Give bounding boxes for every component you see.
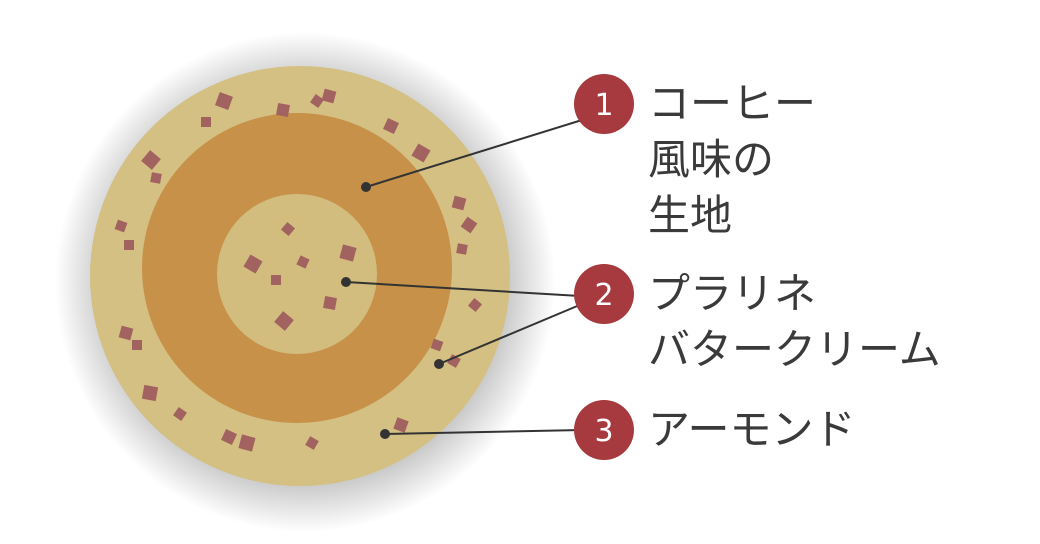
label-3-line-1: アーモンド	[648, 405, 856, 454]
nut-speckle	[447, 354, 461, 368]
badge-1-number: 1	[594, 88, 613, 123]
nut-speckle	[276, 103, 290, 117]
label-1-line-3: 生地	[648, 191, 733, 240]
leader-line-2a	[345, 281, 581, 297]
nut-speckle	[280, 221, 296, 237]
badge-1-circle	[574, 74, 634, 134]
nut-speckle	[296, 255, 310, 269]
leader-dot-2b	[434, 359, 444, 369]
label-2-line-1: プラリネ	[648, 269, 817, 318]
leader-dot-2a	[341, 277, 351, 287]
leader-line-3	[384, 429, 583, 435]
badge-2-number: 2	[594, 278, 613, 313]
nut-speckle	[451, 195, 467, 211]
nut-speckle	[393, 417, 409, 433]
nut-speckle	[243, 254, 263, 274]
nut-speckle	[339, 244, 357, 262]
badge-1: 1	[574, 74, 634, 134]
nut-speckle	[456, 243, 468, 255]
badge-3: 3	[574, 400, 634, 460]
nut-speckle	[271, 275, 281, 285]
nut-speckle	[201, 117, 211, 127]
badge-3-circle	[574, 400, 634, 460]
nut-speckle	[430, 338, 444, 352]
nut-speckle	[321, 88, 337, 104]
nut-speckle	[305, 436, 319, 450]
nut-speckle	[141, 384, 159, 402]
nut-speckle	[238, 434, 256, 452]
leader-dot-3	[380, 429, 390, 439]
nut-speckle	[323, 296, 337, 310]
nut-speckle	[411, 143, 431, 163]
badge-2-circle	[574, 264, 634, 324]
nut-speckle	[460, 216, 478, 234]
nut-speckles	[114, 88, 483, 452]
nut-speckle	[221, 429, 237, 445]
label-praline-buttercream: プラリネ バタークリーム	[648, 266, 941, 378]
nut-speckle	[114, 219, 128, 233]
nut-speckle	[118, 325, 134, 341]
label-almond: アーモンド	[648, 402, 855, 458]
leader-lines	[341, 119, 583, 439]
badge-3-number: 3	[594, 414, 613, 449]
label-coffee-sponge: コーヒー 風味の 生地	[648, 76, 816, 244]
inner-core-praline-buttercream	[217, 194, 377, 354]
nut-speckle	[173, 407, 187, 421]
leader-dot-1	[361, 182, 371, 192]
leader-line-2b	[438, 303, 583, 365]
nut-speckle	[124, 240, 134, 250]
nut-speckle	[274, 311, 294, 331]
nut-speckle	[383, 118, 399, 134]
label-1-line-2: 風味の	[648, 135, 775, 184]
label-1-line-1: コーヒー	[648, 79, 817, 128]
nut-speckle	[310, 94, 324, 108]
nut-speckle	[150, 172, 162, 184]
label-2-line-2: バタークリーム	[648, 325, 941, 374]
nut-speckle	[132, 340, 142, 350]
leader-line-1	[365, 119, 583, 188]
nut-speckle	[215, 92, 233, 110]
badge-2: 2	[574, 264, 634, 324]
nut-speckle	[141, 150, 161, 170]
nut-speckle	[467, 297, 483, 313]
